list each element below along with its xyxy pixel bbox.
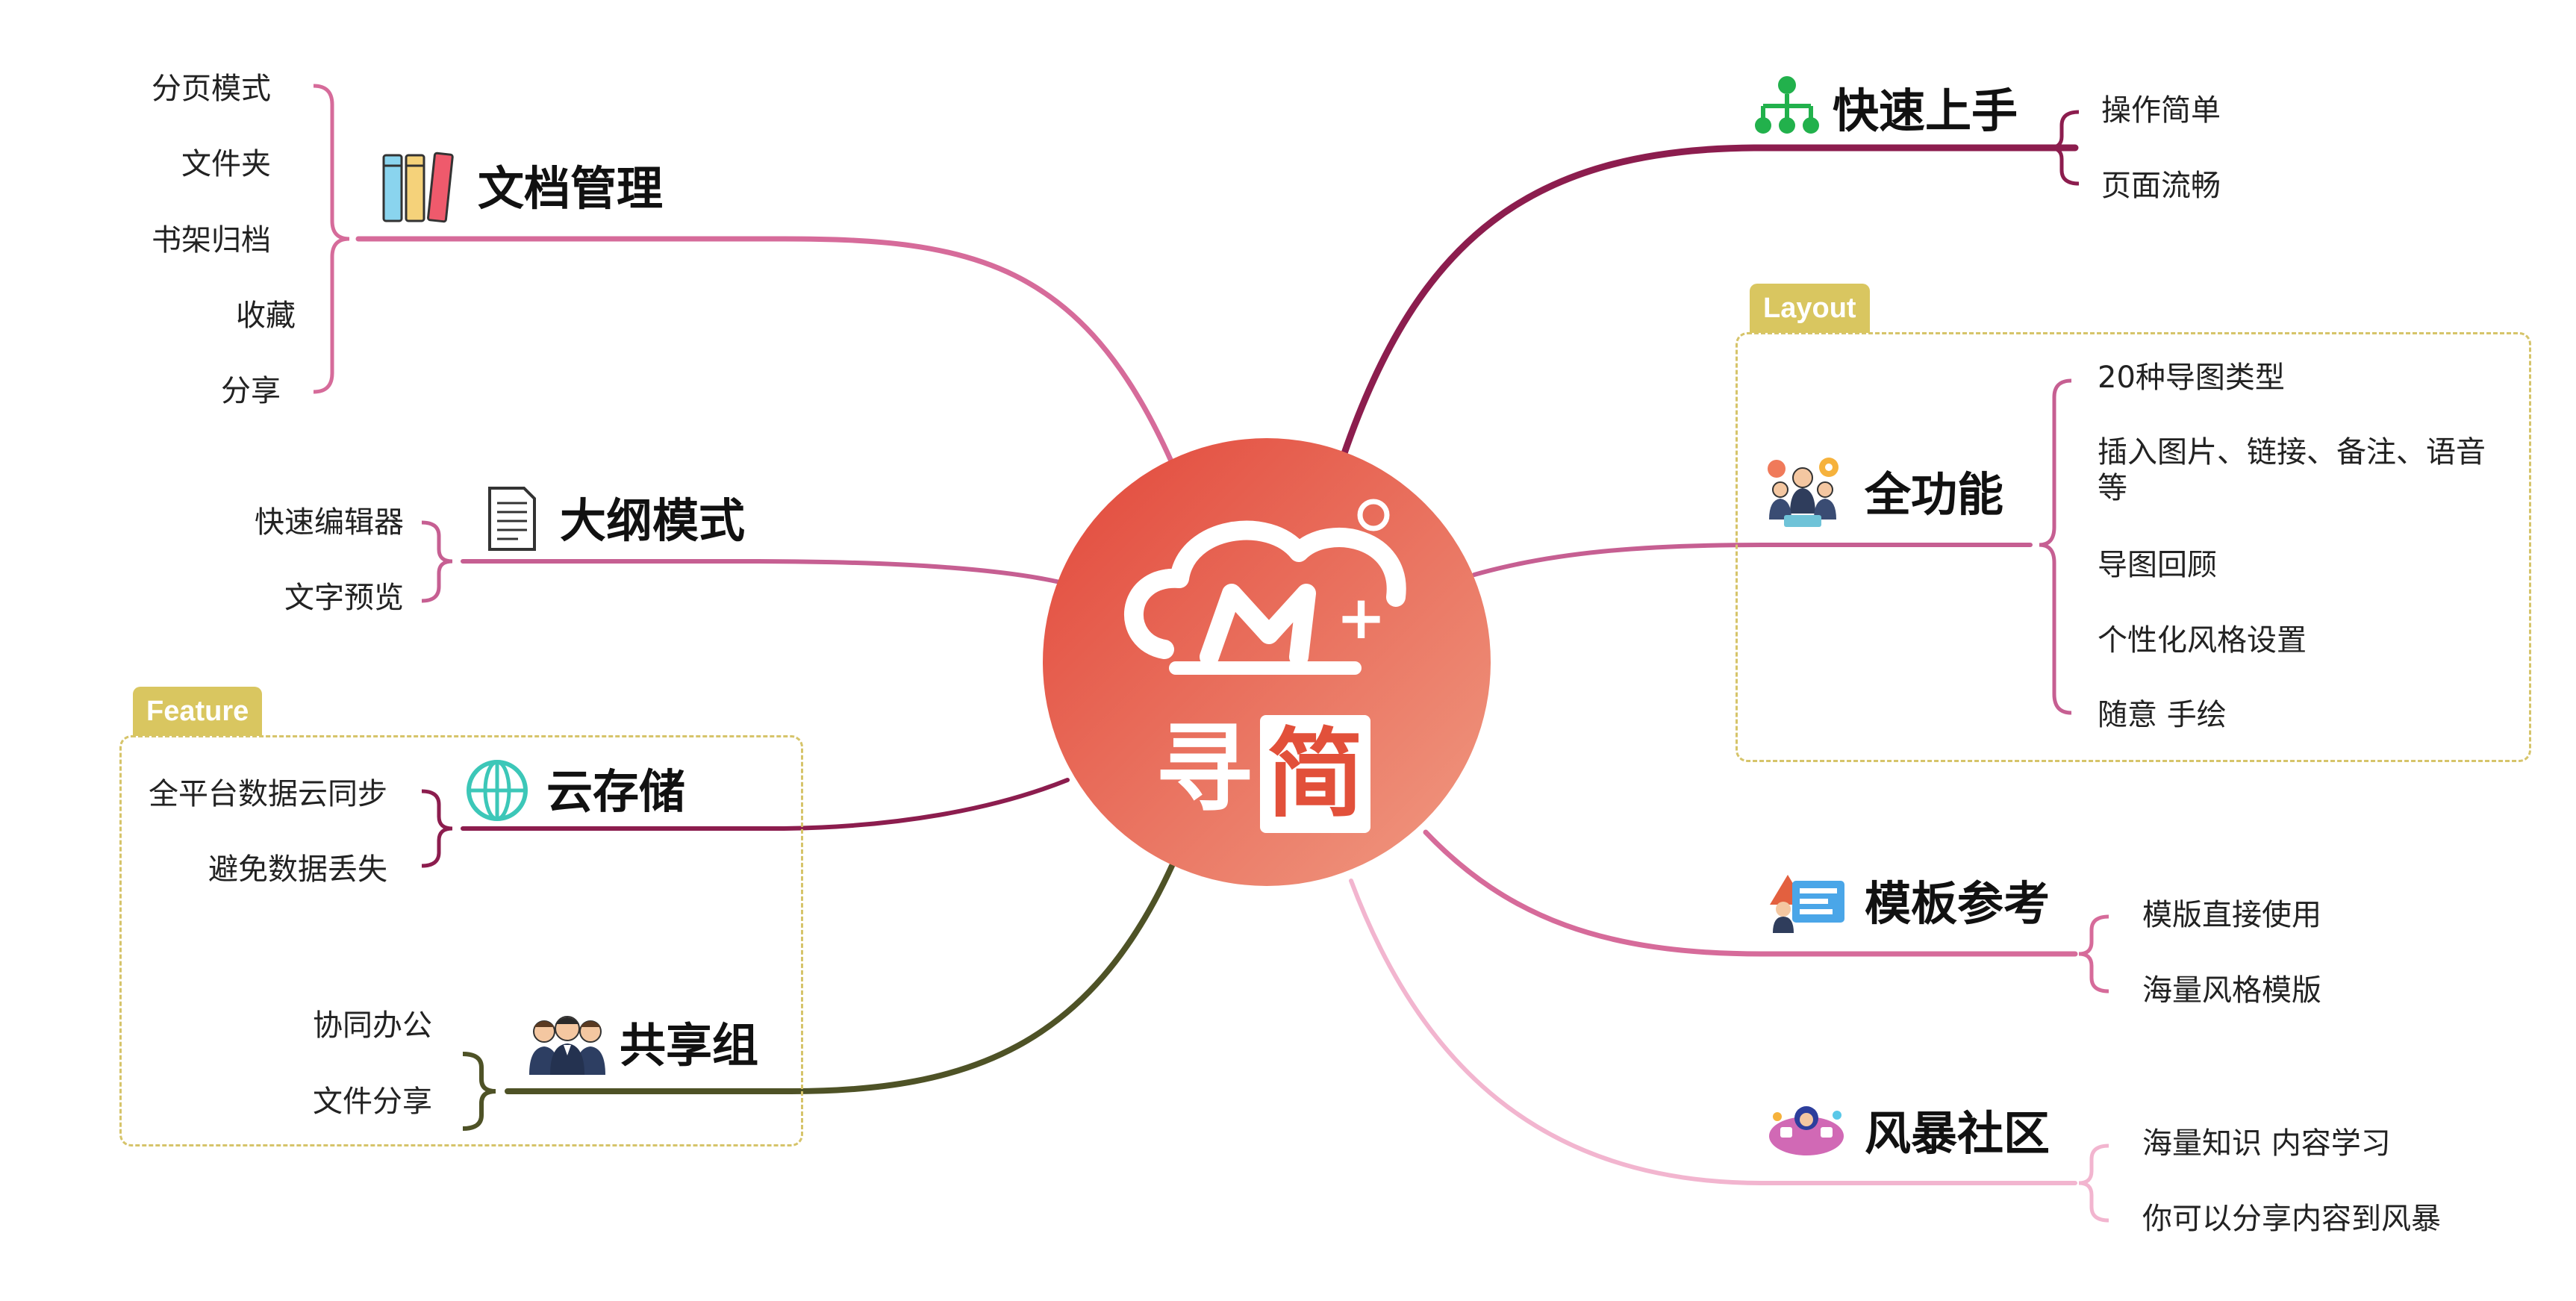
logo-dot-big — [1357, 499, 1390, 531]
brace-community — [2078, 1144, 2109, 1223]
leaf-cloud-2[interactable]: 避免数据丢失 — [208, 852, 387, 887]
center-char-1: 寻 — [1156, 712, 1253, 826]
cloud-logo — [1124, 520, 1406, 659]
m-letter — [1200, 584, 1316, 667]
topic-community[interactable]: 风暴社区 — [1865, 1106, 2050, 1161]
topic-full[interactable]: 全功能 — [1865, 467, 2004, 522]
branch-full — [1472, 543, 2033, 577]
leaf-doc-5[interactable]: 分享 — [221, 374, 281, 408]
books-icon — [381, 149, 459, 224]
leaf-community-2[interactable]: 你可以分享内容到风暴 — [2142, 1202, 2441, 1236]
team-icon — [526, 1009, 608, 1076]
brace-quick — [2048, 110, 2080, 186]
leaf-doc-4[interactable]: 收藏 — [236, 299, 296, 333]
branch-share — [505, 863, 1175, 1094]
leaf-outline-2[interactable]: 文字预览 — [284, 581, 404, 615]
branch-community — [1349, 879, 2077, 1185]
document-icon — [485, 485, 539, 552]
leaf-quick-2[interactable]: 页面流畅 — [2101, 169, 2221, 203]
brace-cloud — [421, 789, 453, 868]
feature-frame — [119, 735, 803, 1146]
brace-full — [2039, 378, 2072, 715]
center-char-2: 简 — [1266, 717, 1364, 831]
leaf-full-2[interactable]: 插入图片、链接、备注、语音等 — [2098, 435, 2486, 505]
topic-doc[interactable]: 文档管理 — [478, 161, 664, 216]
topic-quick[interactable]: 快速上手 — [1833, 84, 2018, 138]
leaf-quick-1[interactable]: 操作简单 — [2101, 93, 2221, 128]
leaf-cloud-1[interactable]: 全平台数据云同步 — [149, 777, 387, 811]
leaf-template-1[interactable]: 模版直接使用 — [2142, 898, 2321, 932]
leaf-full-1[interactable]: 20种导图类型 — [2098, 361, 2285, 395]
brace-doc — [313, 84, 350, 394]
leaf-full-3[interactable]: 导图回顾 — [2098, 548, 2217, 582]
center-char-2-box: 简 — [1260, 715, 1370, 833]
globe-icon — [464, 758, 530, 823]
leaf-doc-2[interactable]: 文件夹 — [181, 147, 271, 181]
branch-cloud — [461, 778, 1070, 831]
meeting-icon — [1762, 455, 1844, 530]
branch-quick — [1340, 144, 2079, 459]
branch-template — [1423, 829, 2078, 957]
leaf-template-2[interactable]: 海量风格模版 — [2142, 973, 2321, 1008]
leaf-share-1[interactable]: 协同办公 — [313, 1008, 432, 1043]
topic-cloud[interactable]: 云存储 — [546, 764, 686, 819]
brace-share — [462, 1052, 496, 1131]
community-icon — [1765, 1097, 1847, 1161]
logo-dot-small — [1343, 532, 1356, 546]
topic-template[interactable]: 模板参考 — [1865, 876, 2050, 931]
branch-doc — [355, 236, 1175, 466]
brace-template — [2078, 914, 2109, 993]
leaf-full-5[interactable]: 随意 手绘 — [2098, 698, 2227, 732]
leaf-community-1[interactable]: 海量知识 内容学习 — [2142, 1126, 2391, 1161]
brace-outline — [421, 520, 453, 603]
layout-tag: Layout — [1750, 284, 1870, 333]
template-icon — [1765, 867, 1847, 935]
leaf-doc-3[interactable]: 书架归档 — [152, 223, 271, 258]
layout-frame — [1735, 332, 2531, 762]
plus-sign: + — [1336, 583, 1386, 652]
leaf-outline-1[interactable]: 快速编辑器 — [255, 505, 404, 540]
leaf-doc-1[interactable]: 分页模式 — [152, 72, 271, 106]
topic-share[interactable]: 共享组 — [620, 1018, 759, 1073]
leaf-full-4[interactable]: 个性化风格设置 — [2098, 623, 2307, 658]
leaf-share-2[interactable]: 文件分享 — [313, 1085, 432, 1119]
topic-outline[interactable]: 大纲模式 — [560, 493, 746, 548]
org-chart-icon — [1754, 75, 1820, 136]
branch-outline — [461, 559, 1062, 584]
feature-tag: Feature — [133, 687, 263, 736]
